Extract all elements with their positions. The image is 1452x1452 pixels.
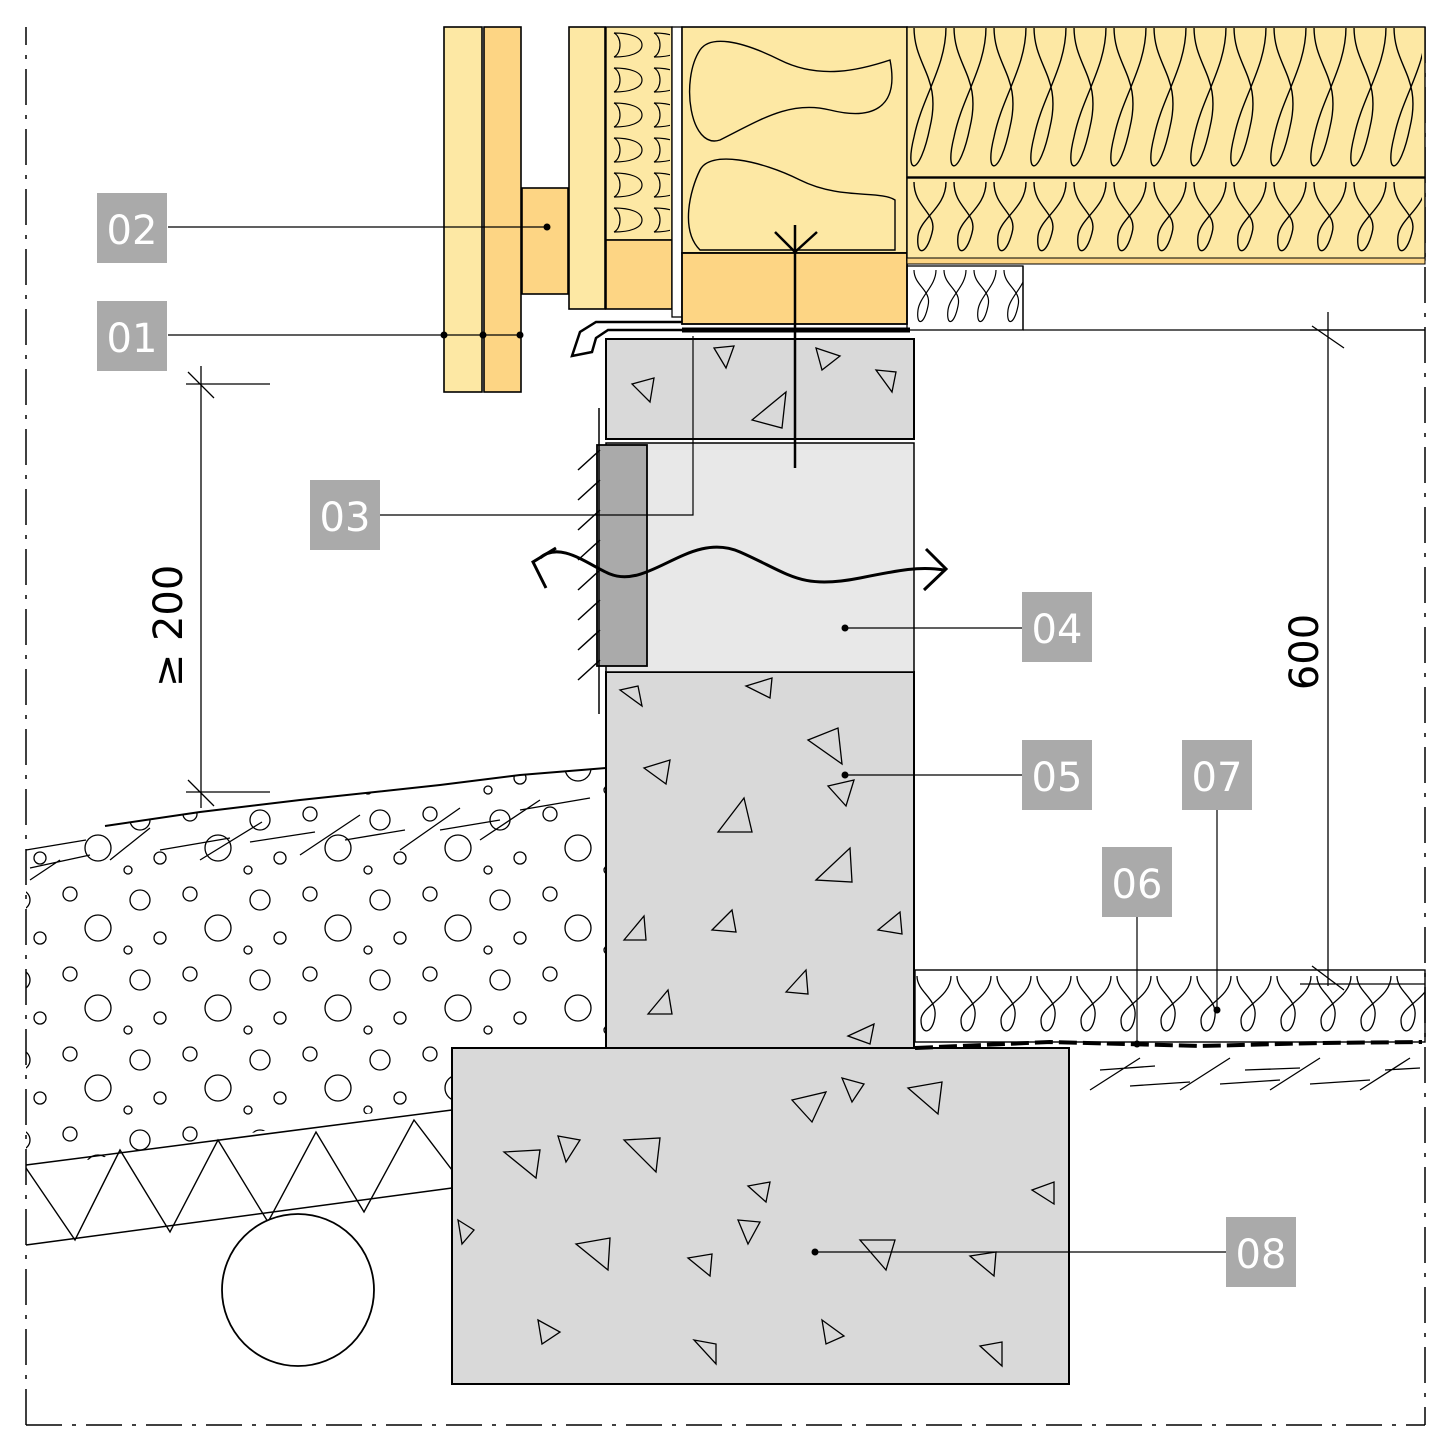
crawl-space-ground xyxy=(1089,1057,1421,1091)
dimension-crawl-space-text: 600 xyxy=(1282,614,1328,690)
ground-membrane xyxy=(914,1039,1423,1050)
callout-leaders xyxy=(168,226,1226,1253)
callout-label-06: 06 xyxy=(1112,862,1163,908)
vent-grille-hatching xyxy=(577,408,601,714)
callout-label-07: 07 xyxy=(1192,755,1243,801)
exterior-ground xyxy=(25,767,607,1170)
callout-tag-04: 04 xyxy=(1022,592,1092,662)
callout-label-01: 01 xyxy=(107,316,158,362)
edge-insulation xyxy=(906,265,1024,331)
airflow-arrow xyxy=(538,545,945,584)
callout-label-05: 05 xyxy=(1032,755,1083,801)
dimension-crawl-space xyxy=(1300,312,1425,991)
dimension-plinth xyxy=(186,366,270,808)
drain-pipe xyxy=(221,1213,375,1367)
base-flashing xyxy=(570,320,682,358)
callout-tag-03: 03 xyxy=(310,480,380,550)
callout-dots xyxy=(440,223,1221,1256)
wind-barrier xyxy=(671,26,683,318)
callout-tag-01: 01 xyxy=(97,301,167,371)
footing-aggregate xyxy=(457,1077,1055,1368)
foundation-vent-zone xyxy=(605,442,915,673)
wall-aggregate xyxy=(618,677,903,1045)
drainage-layer xyxy=(25,1109,453,1246)
foundation-wall-lower xyxy=(605,671,915,1049)
cladding-boards xyxy=(443,26,606,393)
callout-tag-07: 07 xyxy=(1182,740,1252,810)
plinth-vent-grille xyxy=(596,444,648,667)
callout-tag-05: 05 xyxy=(1022,740,1092,810)
dimension-plinth-text: ≥ 200 xyxy=(146,565,192,688)
callout-label-03: 03 xyxy=(320,495,371,541)
crawl-space-insulation xyxy=(914,969,1426,1043)
callout-tag-06: 06 xyxy=(1102,847,1172,917)
callout-label-02: 02 xyxy=(107,208,158,254)
callout-tag-02: 02 xyxy=(97,193,167,263)
strip-footing xyxy=(451,1047,1070,1385)
stud-insulation xyxy=(681,26,908,254)
sill-aggregate xyxy=(630,345,897,429)
anchor-bolt xyxy=(774,225,818,468)
bottom-plate-outer xyxy=(605,239,673,310)
callout-label-04: 04 xyxy=(1032,607,1083,653)
callout-tag-08: 08 xyxy=(1226,1217,1296,1287)
frame-border xyxy=(25,27,1426,1426)
callout-label-08: 08 xyxy=(1236,1232,1287,1278)
